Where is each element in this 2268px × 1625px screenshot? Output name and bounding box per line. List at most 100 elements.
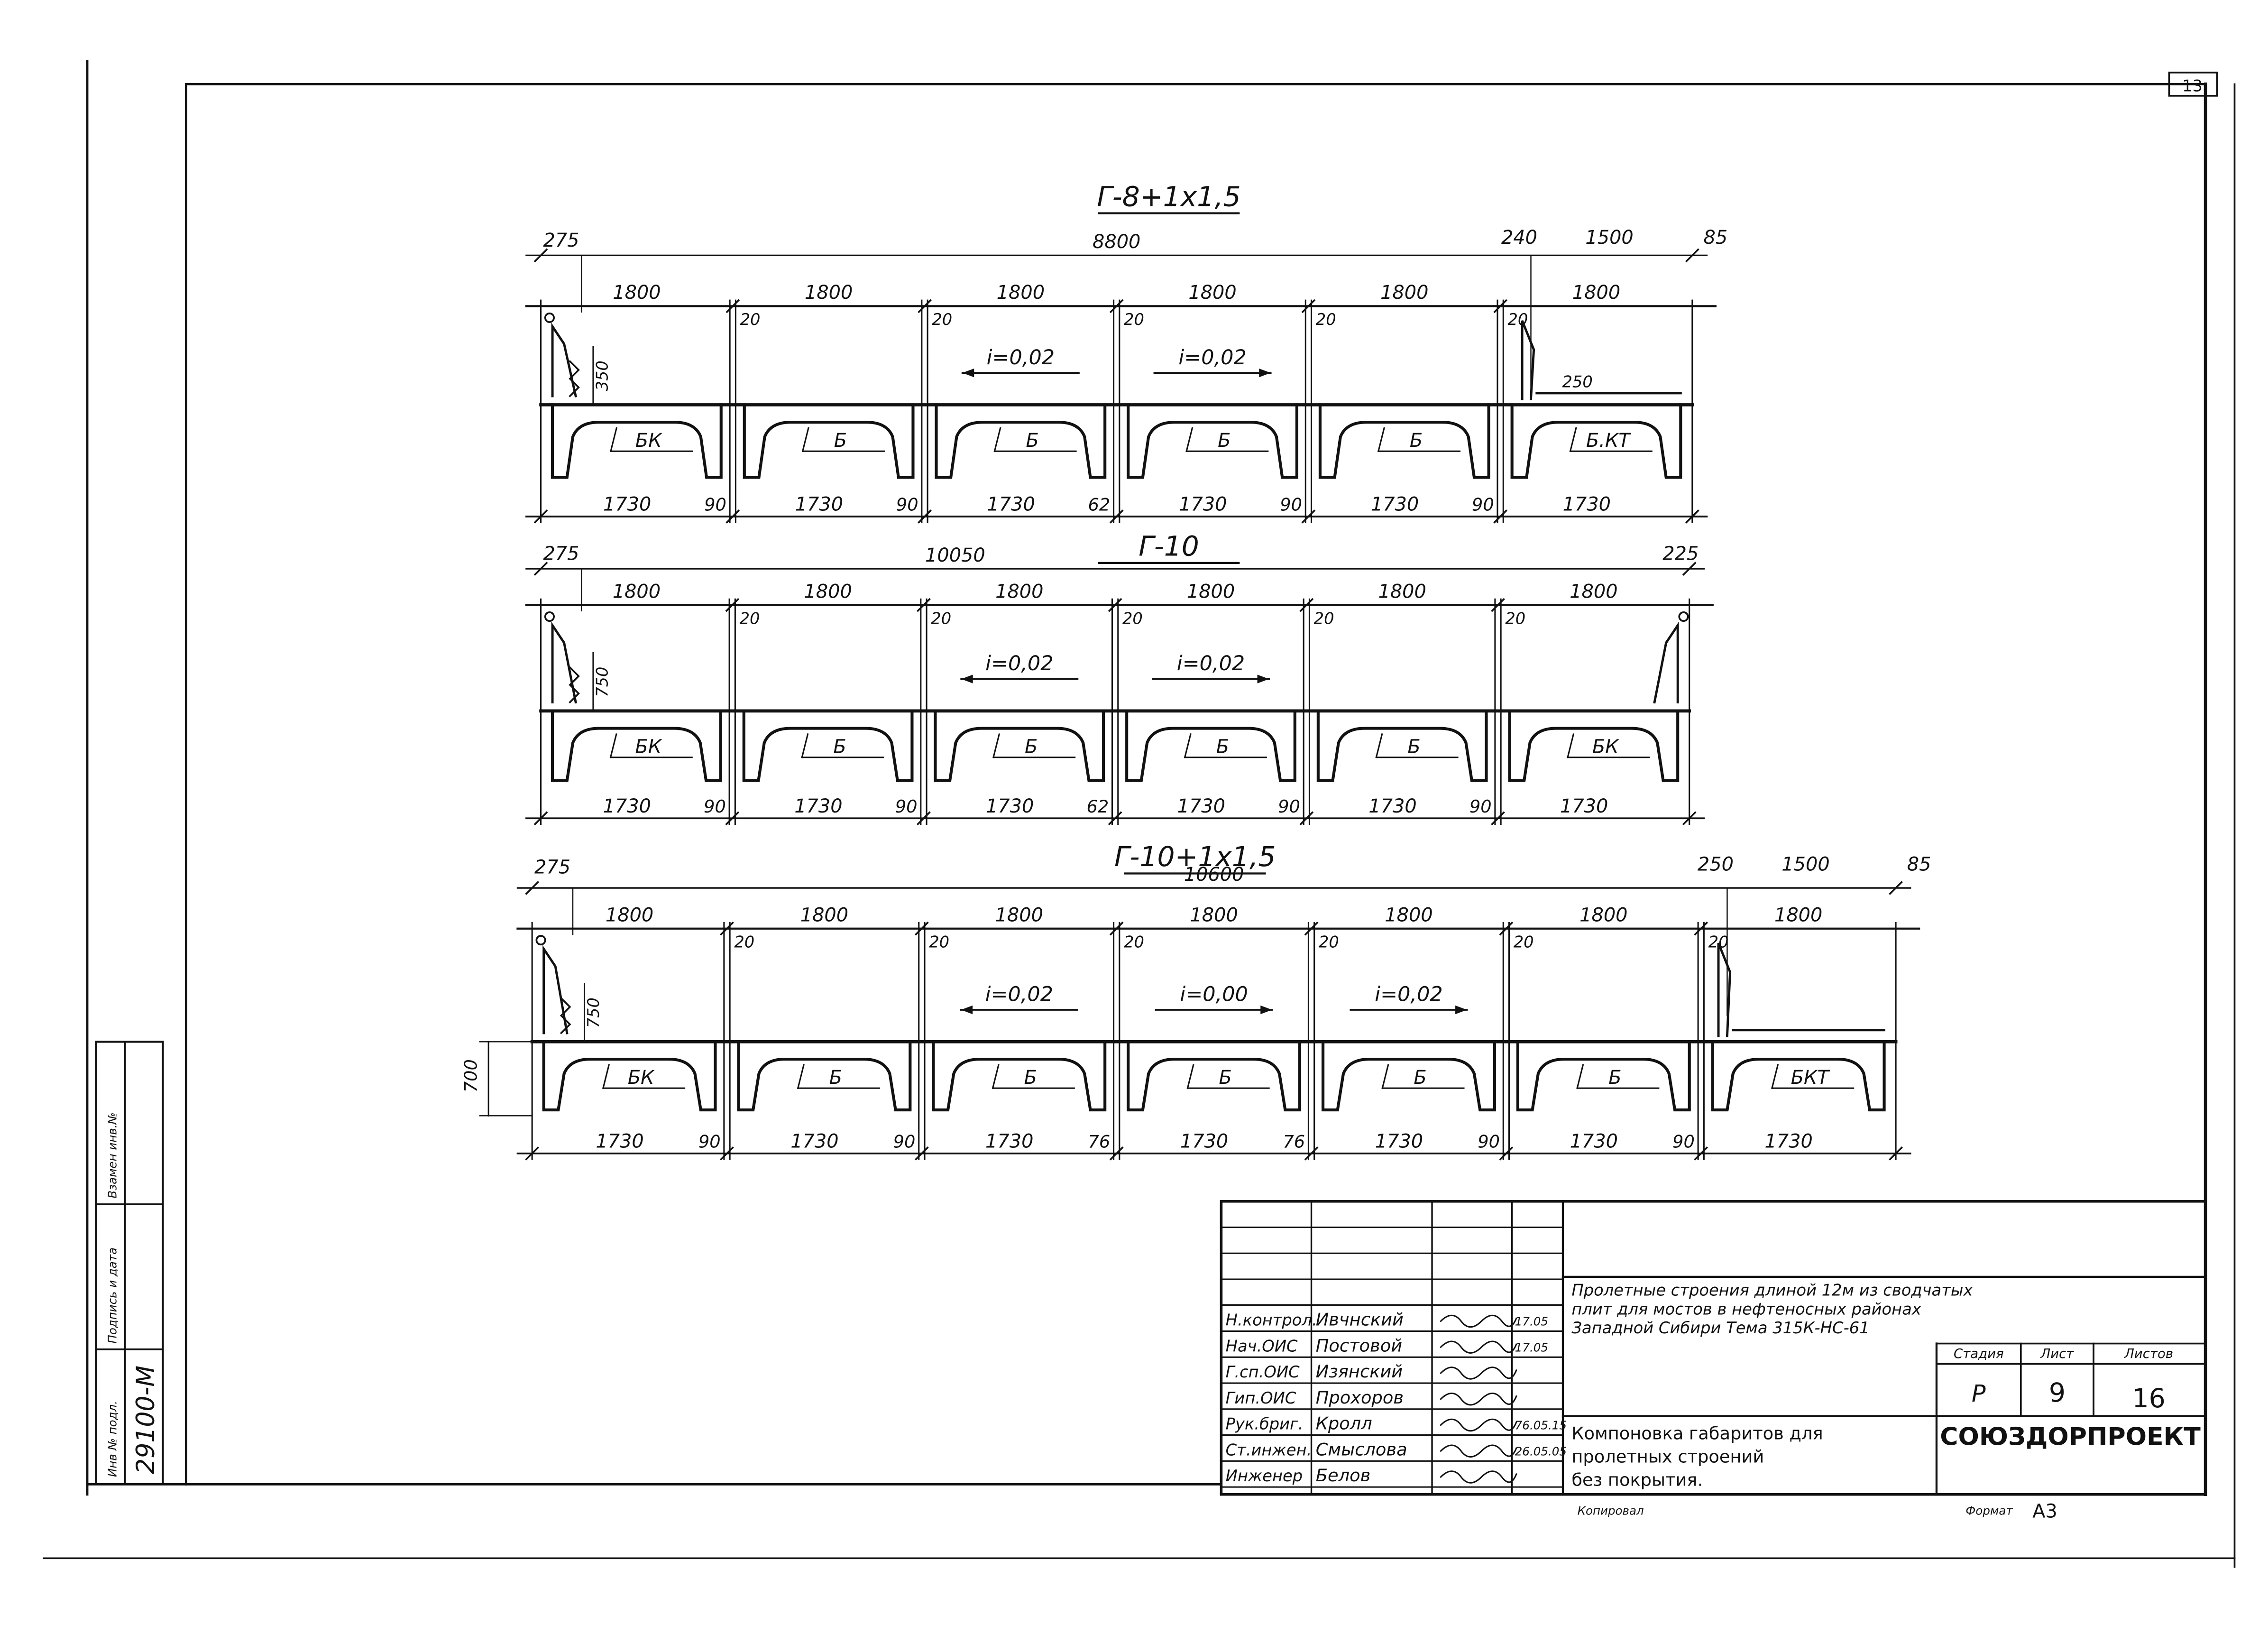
beam-type-label: БКТ — [1791, 1067, 1830, 1089]
edge-dim: 275 — [543, 543, 579, 565]
beam-type-label: Б — [834, 430, 847, 452]
stage-value: Р — [1972, 1380, 1986, 1407]
vaulted-slab-beam — [542, 1040, 717, 1112]
side-stamp-frame — [95, 1041, 164, 1486]
beam-type-label: Б — [829, 1067, 842, 1089]
beam-type-label: Б — [1025, 736, 1038, 758]
slope-arrowhead-icon — [1257, 674, 1269, 683]
dim-tick — [720, 1146, 734, 1161]
beam-width-dim: 1730 — [985, 1131, 1033, 1153]
beam-leader — [1381, 1064, 1389, 1089]
handwritten-signature-mark — [1440, 1470, 1517, 1484]
beam-width-dim: 1730 — [1375, 1131, 1423, 1153]
vaulted-slab-beam — [742, 709, 914, 782]
beam-leader — [1567, 733, 1575, 758]
beam-leader — [1377, 427, 1385, 452]
dim-tick — [720, 921, 734, 936]
curb-height-dim: 750 — [593, 667, 612, 697]
beam-leader — [801, 733, 809, 758]
signature-name: Белов — [1316, 1465, 1371, 1486]
slab-span-dim: 1800 — [805, 282, 853, 304]
sheet-value: 9 — [2049, 1377, 2066, 1408]
handwritten-signature-mark — [1440, 1418, 1517, 1432]
vaulted-slab-beam — [1127, 403, 1298, 479]
curb-profile — [542, 945, 569, 1034]
beam-width-dim: 1730 — [1368, 795, 1416, 817]
signature-date: 26.05.05 — [1515, 1444, 1567, 1458]
inv-number: 29100-М — [132, 1366, 160, 1474]
joint-dim: 20 — [740, 609, 760, 628]
slab-span-dim: 1800 — [613, 282, 661, 304]
gap-dim: 76 — [1283, 1132, 1305, 1152]
dim-tick — [725, 598, 740, 612]
beam-leader — [610, 427, 618, 452]
beam-width-dim: 1730 — [603, 795, 651, 817]
gap-dim: 90 — [704, 495, 726, 515]
dim-tick — [918, 299, 932, 314]
joint-dim: 20 — [932, 310, 952, 329]
vaulted-slab-beam — [551, 403, 723, 479]
copied-label: Копировал — [1578, 1504, 1644, 1518]
slab-span-dim: 1800 — [1572, 282, 1620, 304]
stage-label: Стадия — [1954, 1346, 2004, 1361]
dim-tick — [1108, 598, 1122, 612]
joint-dim: 20 — [1124, 310, 1144, 329]
signature-name: Постовой — [1316, 1335, 1402, 1356]
total-width-dim: 8800 — [1093, 231, 1140, 253]
vaulted-slab-beam — [1316, 709, 1488, 782]
vaulted-slab-beam — [743, 403, 915, 479]
slab-span-dim: 1800 — [997, 282, 1045, 304]
vaulted-slab-beam — [737, 1040, 912, 1112]
dim-tick — [525, 881, 540, 895]
handwritten-signature-mark — [1440, 1366, 1517, 1380]
sidewalk-offset-dim: 240 — [1501, 227, 1537, 249]
inv-label: Инв № подл. — [105, 1401, 119, 1477]
beam-width-dim: 1730 — [1177, 795, 1225, 817]
slab-span-dim: 1800 — [804, 581, 852, 602]
slab-span-dim: 1800 — [995, 904, 1043, 926]
guard-rail-icon — [560, 997, 571, 1034]
signature-name: Прохоров — [1316, 1387, 1404, 1408]
beam-width-dim: 1730 — [1371, 494, 1419, 516]
beam-width-dim: 1730 — [1764, 1131, 1812, 1153]
vaulted-slab-beam — [1322, 1040, 1496, 1112]
sidewalk-width-dim: 1500 — [1781, 853, 1829, 875]
beam-leader — [1184, 733, 1192, 758]
railing-post-icon — [544, 312, 555, 323]
dim-tick — [1301, 509, 1316, 524]
slab-span-dim: 1800 — [1579, 904, 1627, 926]
beam-type-label: БК — [635, 430, 662, 452]
joint-dim: 20 — [734, 933, 754, 951]
cross-slope-label: i=0,02 — [1375, 983, 1442, 1006]
beam-leader — [797, 1064, 805, 1089]
beam-leader — [1576, 1064, 1584, 1089]
dim-tick — [1491, 598, 1505, 612]
joint-dim: 20 — [740, 310, 761, 329]
curb-profile — [551, 323, 578, 398]
curb-height-dim: 750 — [584, 997, 603, 1028]
joint-dim: 20 — [1122, 609, 1143, 628]
gap-dim: 90 — [1280, 495, 1302, 515]
sheet-number-box — [2168, 72, 2218, 97]
joint-dim: 20 — [1124, 933, 1144, 951]
signature-role: Рук.бриг. — [1226, 1415, 1304, 1433]
beam-leader — [609, 733, 617, 758]
joint-dim: 20 — [1505, 609, 1525, 628]
cross-slope-label: i=0,02 — [1177, 652, 1245, 675]
project-title-line: Западной Сибири Тема 315К-НС-61 — [1571, 1319, 1869, 1337]
guard-rail-icon — [569, 666, 580, 704]
dim-tick — [533, 509, 548, 524]
dim-tick — [914, 1146, 929, 1161]
vaulted-slab-beam — [1508, 709, 1680, 782]
beam-width-dim: 1730 — [1180, 1131, 1228, 1153]
beam-leader — [1569, 427, 1577, 452]
project-title-line: плит для мостов в нефтеносных районах — [1571, 1300, 1922, 1318]
beam-width-dim: 1730 — [794, 795, 842, 817]
slab-span-dim: 1800 — [1378, 581, 1426, 602]
beam-type-label: БК — [1592, 736, 1619, 758]
slab-span-dim: 1800 — [1570, 581, 1617, 602]
slab-span-dim: 1800 — [606, 904, 653, 926]
slab-span-dim: 1800 — [1190, 904, 1238, 926]
